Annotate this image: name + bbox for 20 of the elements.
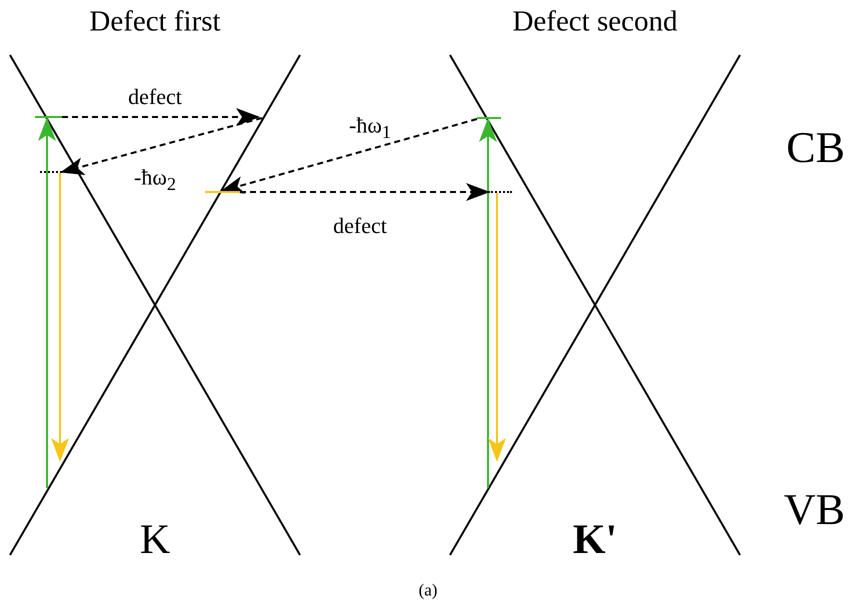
band-label: VB bbox=[784, 488, 845, 532]
valley-label: K bbox=[140, 519, 170, 561]
band-label: CB bbox=[786, 126, 845, 170]
level-marker bbox=[488, 191, 512, 193]
level-marker bbox=[40, 171, 62, 173]
arrow bbox=[488, 193, 506, 462]
valley-label: K' bbox=[572, 519, 618, 561]
arrow bbox=[220, 118, 478, 194]
level-marker bbox=[35, 116, 62, 118]
arrow bbox=[479, 118, 497, 488]
arrow bbox=[240, 183, 490, 201]
caption: (a) bbox=[418, 582, 438, 598]
arrow bbox=[60, 117, 262, 175]
arrow bbox=[62, 108, 260, 126]
arrow bbox=[38, 117, 56, 488]
level-marker bbox=[477, 117, 501, 119]
panel-title: Defect second bbox=[512, 8, 678, 36]
arrow bbox=[51, 173, 69, 462]
level-marker bbox=[205, 191, 240, 193]
panel-title: Defect first bbox=[89, 8, 221, 36]
